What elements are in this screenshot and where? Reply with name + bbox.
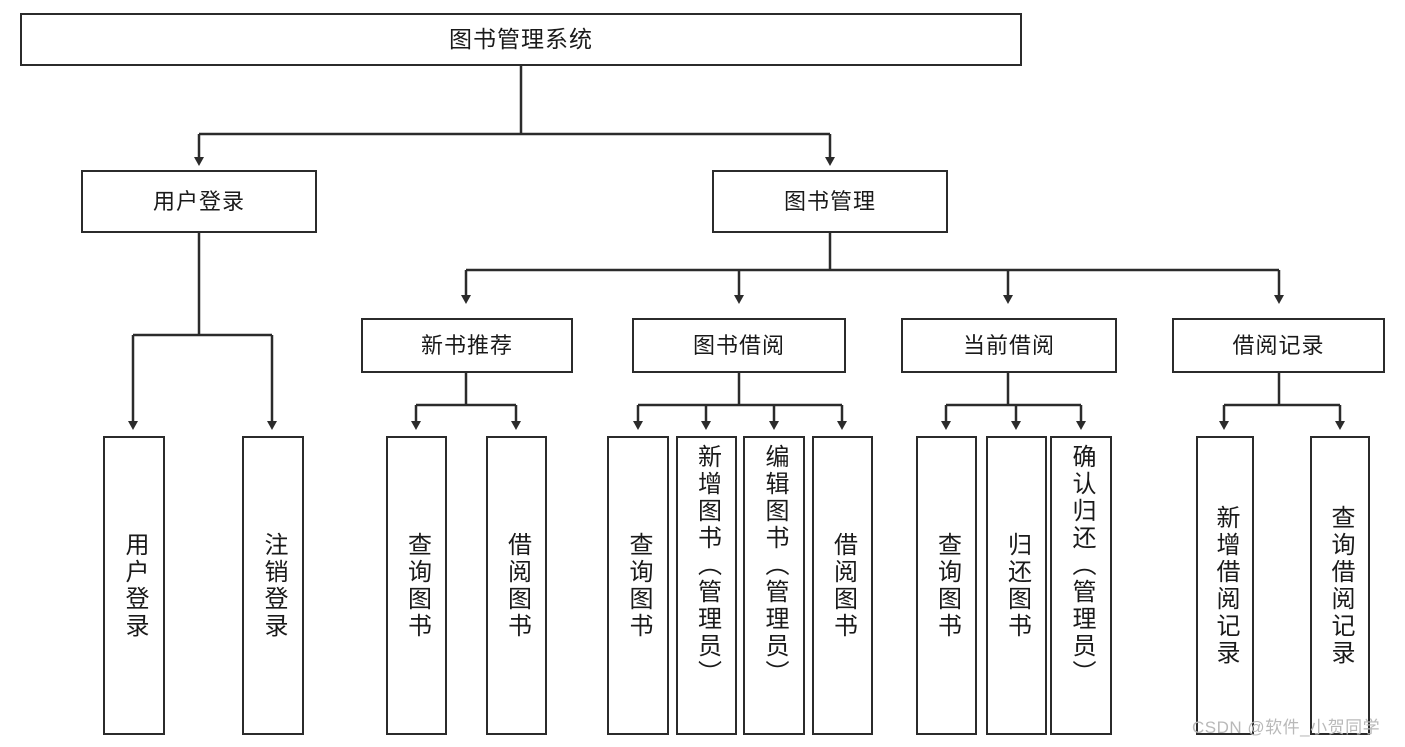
- leaf-query-books-borrowing[interactable]: 查询图书: [607, 436, 669, 735]
- node-book-management[interactable]: 图书管理: [712, 170, 948, 233]
- leaf-user-login[interactable]: 用户登录: [103, 436, 165, 735]
- node-label: 注销登录: [260, 531, 287, 640]
- node-label: 借阅记录: [1232, 332, 1325, 358]
- node-label: 查询图书: [933, 531, 961, 640]
- leaf-edit-book-admin[interactable]: 编辑图书（管理员）: [743, 436, 805, 735]
- leaf-add-book-admin[interactable]: 新增图书（管理员）: [676, 436, 737, 735]
- leaf-add-borrow-record[interactable]: 新增借阅记录: [1196, 436, 1254, 735]
- node-label: 用户登录: [152, 188, 245, 214]
- node-label: 用户登录: [121, 531, 148, 640]
- csdn-watermark: CSDN @软件_小贺同学: [1192, 718, 1381, 737]
- node-label: 确认归还（管理员）: [1068, 444, 1095, 687]
- leaf-logout[interactable]: 注销登录: [242, 436, 304, 735]
- node-label: 归还图书: [1003, 531, 1031, 640]
- node-borrowing-records[interactable]: 借阅记录: [1172, 318, 1385, 373]
- leaf-query-books-current[interactable]: 查询图书: [916, 436, 977, 735]
- node-label: 查询借阅记录: [1327, 504, 1354, 667]
- node-label: 新增图书（管理员）: [693, 444, 721, 687]
- node-root-book-management-system[interactable]: 图书管理系统: [20, 13, 1022, 66]
- node-label: 借阅图书: [503, 531, 531, 640]
- node-label: 查询图书: [403, 531, 431, 640]
- leaf-borrow-books-borrowing[interactable]: 借阅图书: [812, 436, 873, 735]
- node-user-login[interactable]: 用户登录: [81, 170, 317, 233]
- node-label: 借阅图书: [829, 531, 857, 640]
- node-label: 图书借阅: [692, 332, 785, 358]
- leaf-query-books-recommendation[interactable]: 查询图书: [386, 436, 447, 735]
- node-label: 新增借阅记录: [1212, 504, 1239, 667]
- leaf-return-books[interactable]: 归还图书: [986, 436, 1047, 735]
- node-label: 编辑图书（管理员）: [761, 444, 788, 687]
- node-label: 当前借阅: [962, 332, 1055, 358]
- leaf-borrow-books-recommendation[interactable]: 借阅图书: [486, 436, 547, 735]
- node-book-borrowing[interactable]: 图书借阅: [632, 318, 846, 373]
- node-label: 查询图书: [625, 531, 652, 640]
- leaf-confirm-return-admin[interactable]: 确认归还（管理员）: [1050, 436, 1112, 735]
- node-label: 图书管理系统: [449, 25, 593, 52]
- node-current-borrowing[interactable]: 当前借阅: [901, 318, 1117, 373]
- node-label: 图书管理: [783, 188, 876, 214]
- node-new-book-recommendation[interactable]: 新书推荐: [361, 318, 573, 373]
- node-label: 新书推荐: [420, 332, 513, 358]
- leaf-query-borrow-record[interactable]: 查询借阅记录: [1310, 436, 1370, 735]
